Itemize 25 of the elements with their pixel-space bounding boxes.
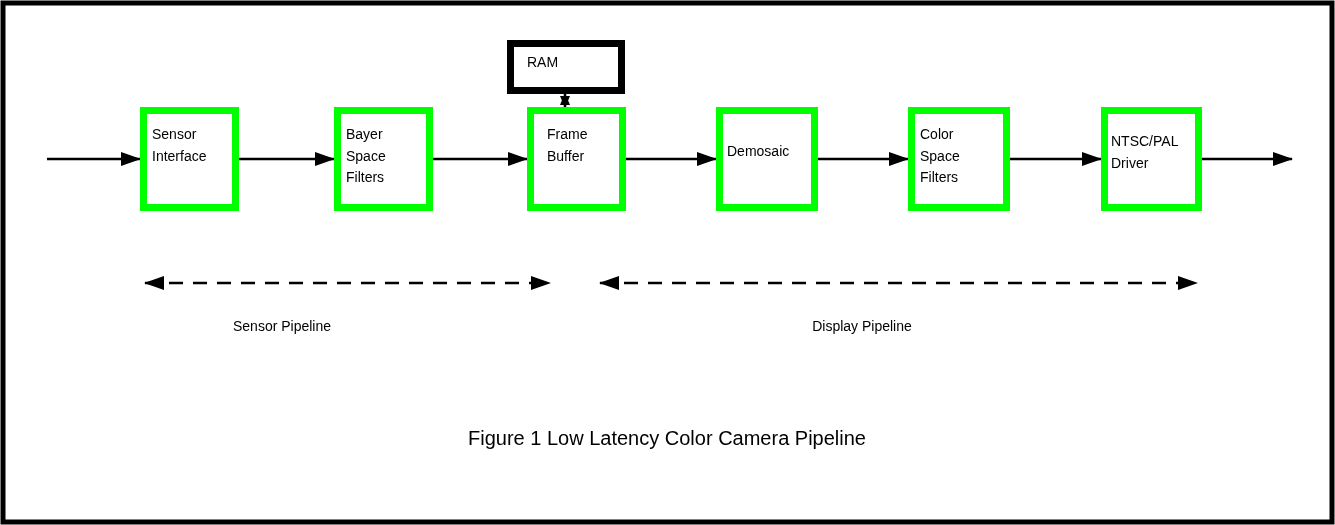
box-label: Frame Buffer <box>547 125 589 166</box>
box-label: NTSC/PAL Driver <box>1111 132 1179 173</box>
box-label: RAM <box>527 53 560 72</box>
arrow <box>1202 152 1293 166</box>
box-label: Bayer Space Filters <box>346 125 387 188</box>
arrow <box>1010 152 1102 166</box>
arrow <box>818 152 909 166</box>
pipeline-label: Sensor Pipeline <box>232 318 332 334</box>
box-label: Demosaic <box>727 142 791 161</box>
arrow <box>239 152 335 166</box>
process-box <box>334 107 433 211</box>
process-box <box>140 107 239 211</box>
process-box <box>527 107 626 211</box>
pipeline-label: Display Pipeline <box>812 318 912 334</box>
process-box <box>908 107 1010 211</box>
figure-caption: Figure 1 Low Latency Color Camera Pipeline <box>468 427 866 450</box>
process-box <box>1101 107 1202 211</box>
arrow <box>433 152 528 166</box>
box-label: Color Space Filters <box>920 125 961 188</box>
process-box <box>507 40 625 94</box>
process-box <box>716 107 818 211</box>
arrow <box>560 93 570 108</box>
box-label: Sensor Interface <box>152 125 208 166</box>
arrow <box>626 152 717 166</box>
arrow <box>47 152 141 166</box>
